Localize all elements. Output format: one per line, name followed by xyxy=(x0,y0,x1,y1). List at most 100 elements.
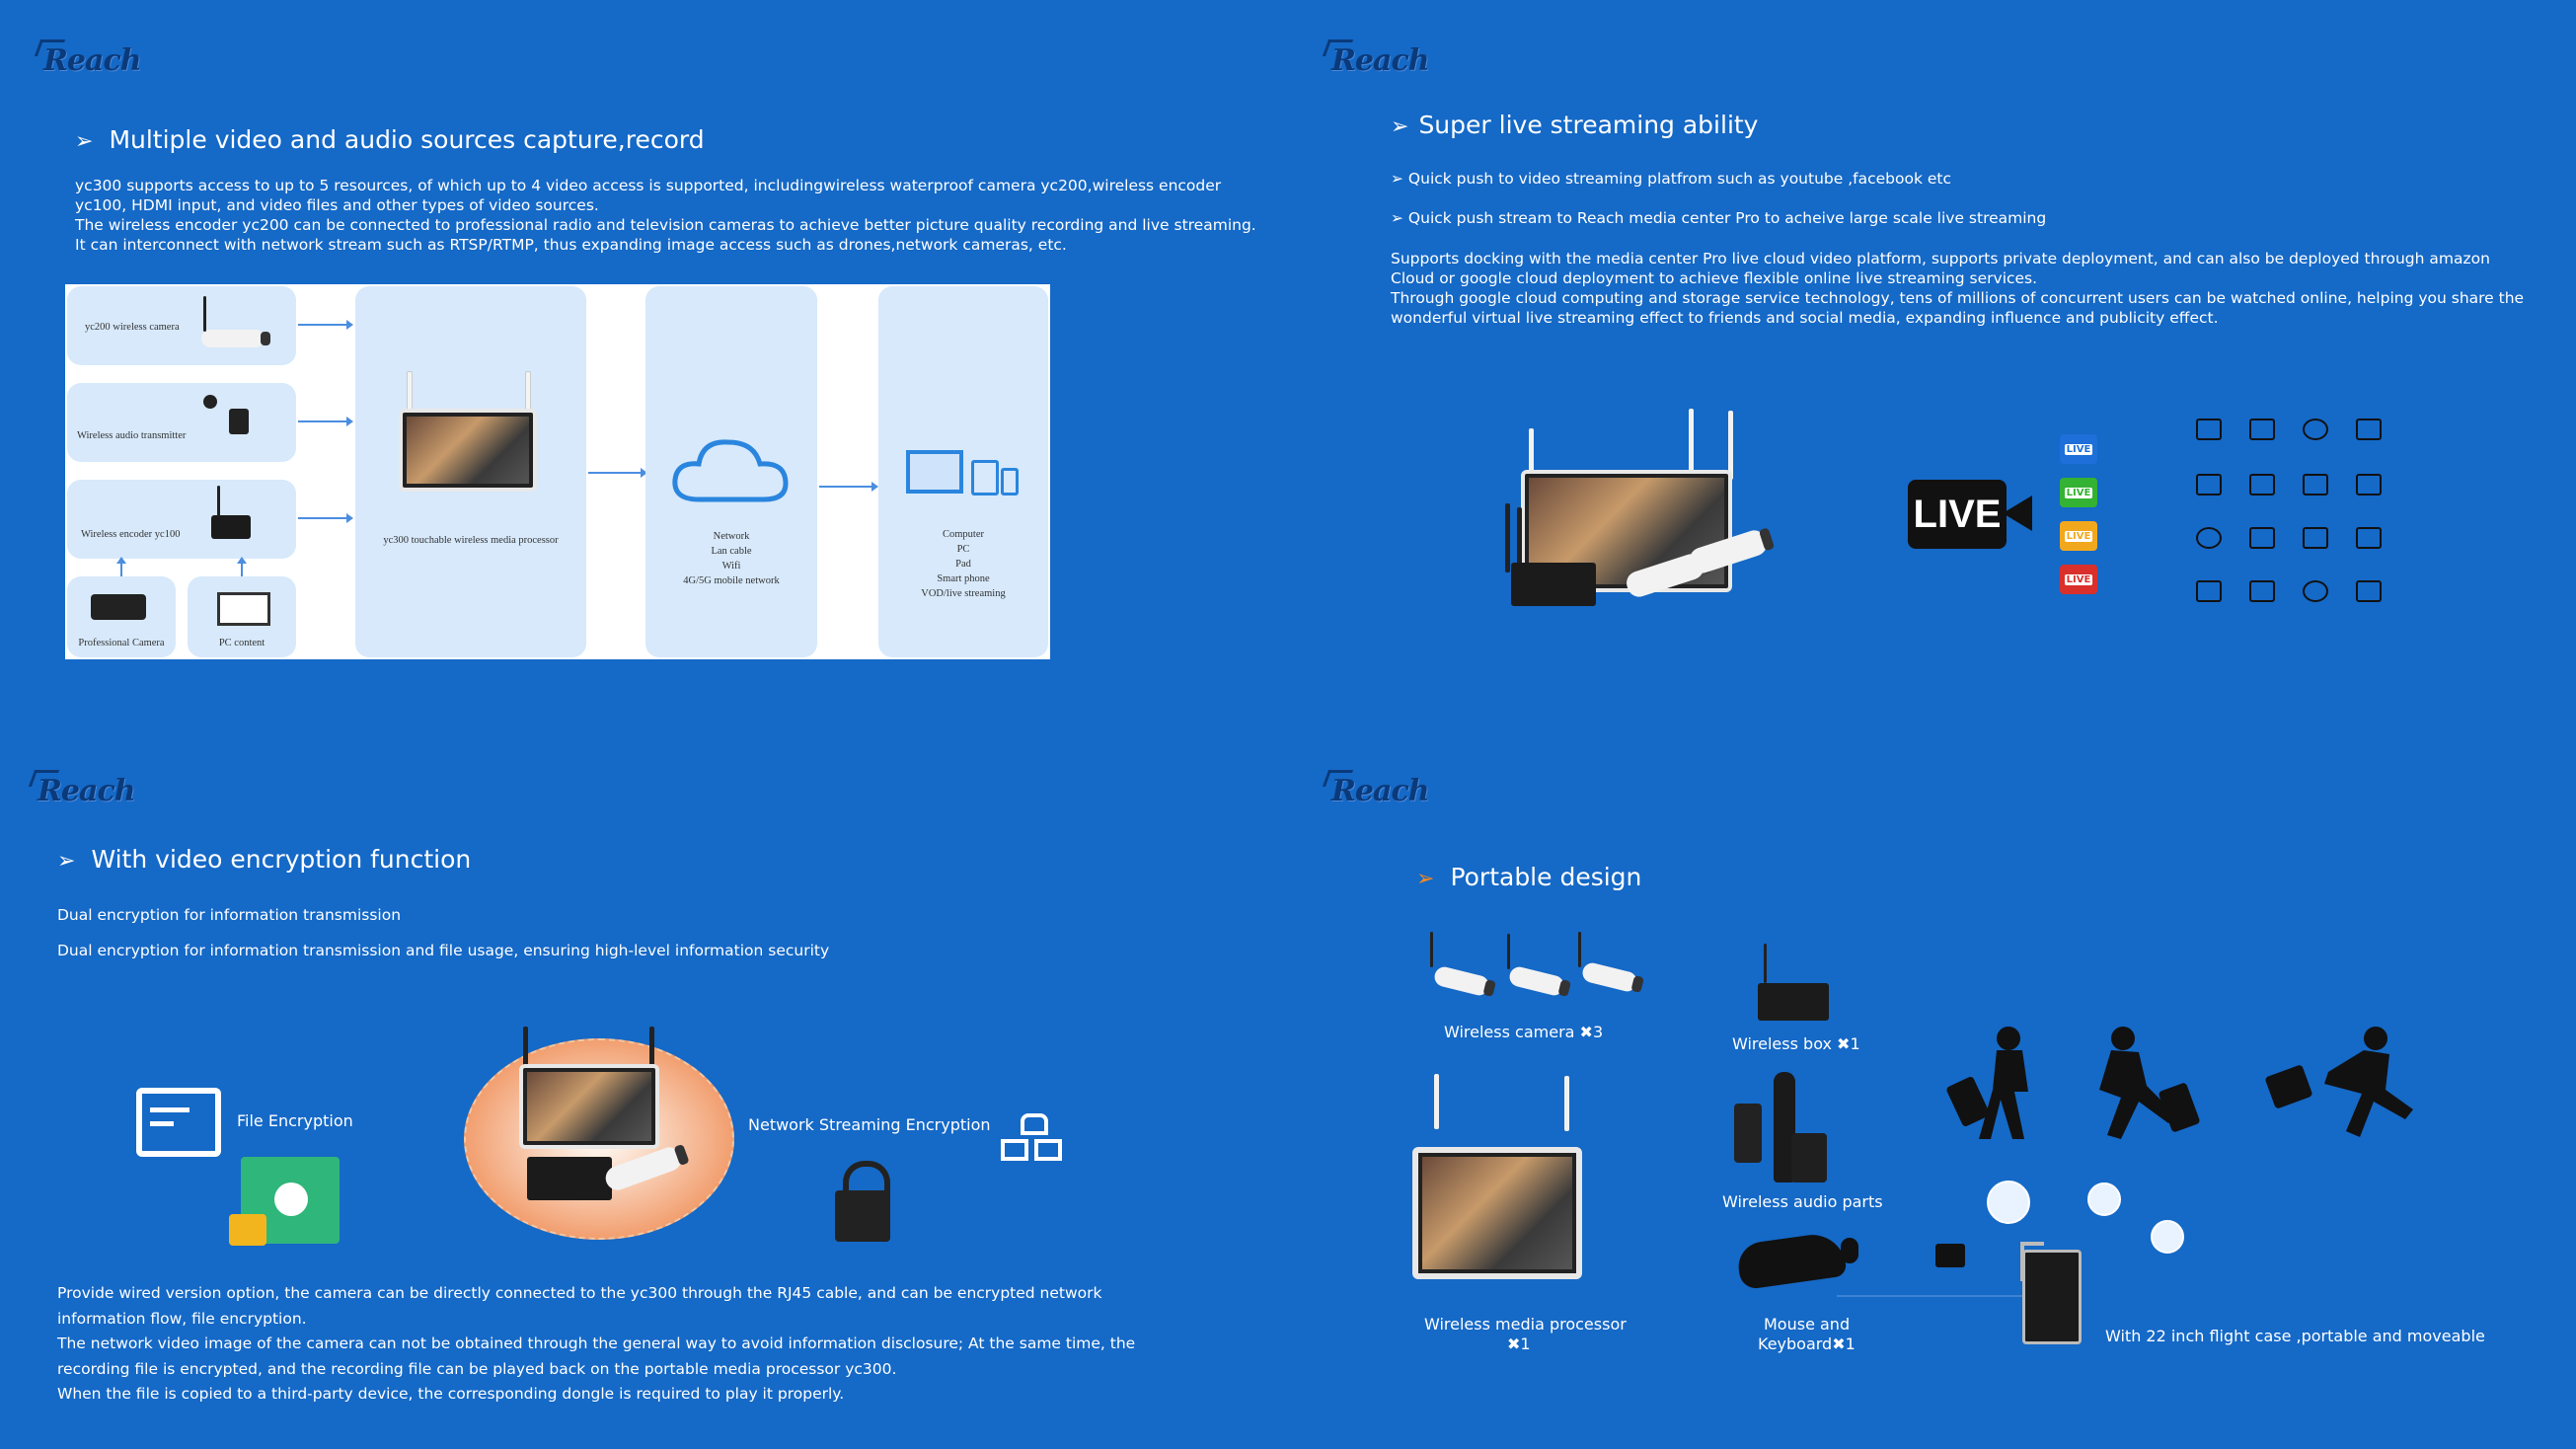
processor-label-line-1: Wireless media processor xyxy=(1424,1315,1627,1334)
screen-icon xyxy=(2303,474,2328,496)
bullet-youtube: ➢ Quick push to video streaming platfrom… xyxy=(1391,170,1951,188)
traveler-icon xyxy=(2099,1027,2200,1139)
camera-icon xyxy=(201,330,270,347)
padlock-icon xyxy=(835,1190,890,1242)
keyboard-icon xyxy=(1735,1230,1848,1291)
source-card-pro-camera: Professional Camera xyxy=(67,576,176,657)
microphone-icon xyxy=(203,395,217,409)
source-card-encoder: Wireless encoder yc100 xyxy=(67,480,296,559)
monitor-icon xyxy=(906,450,963,494)
play-circle-icon xyxy=(2303,580,2328,602)
graduation-cap-icon xyxy=(2356,580,2382,602)
laptop-icon xyxy=(217,592,270,626)
case-handle-grip xyxy=(2020,1242,2044,1246)
wireless-box-icon xyxy=(527,1157,612,1200)
traveler-icon xyxy=(1946,1027,2028,1139)
user-stream-icon xyxy=(2303,419,2328,440)
panel-portable: Reach ➢Portable design Wireless camera ✖… xyxy=(1288,724,2576,1449)
arrow-right-icon: ➢ xyxy=(1391,170,1408,188)
live-badge-blue: LIVE xyxy=(2060,434,2097,464)
wireless-box-label: Wireless box ✖1 xyxy=(1732,1034,1860,1053)
source-card-camera: yc200 wireless camera xyxy=(67,286,296,365)
traveler-icon xyxy=(2265,1027,2413,1137)
section-description: Provide wired version option, the camera… xyxy=(57,1284,1136,1403)
flight-case-icon xyxy=(2022,1250,2082,1344)
cloud-icon xyxy=(672,439,789,502)
antenna-icon xyxy=(525,371,531,413)
wireless-box-icon xyxy=(1935,1244,1965,1267)
slides-icon xyxy=(2249,527,2275,549)
antenna-icon xyxy=(1529,428,1534,488)
padlock-icon xyxy=(229,1214,266,1246)
antenna-icon xyxy=(1689,409,1694,478)
mouse-label-line-1: Mouse and xyxy=(1764,1315,1851,1334)
arrow-right-icon: ➢ xyxy=(1416,867,1435,891)
flight-case-label: With 22 inch flight case ,portable and m… xyxy=(2105,1327,2485,1345)
network-encryption-label: Network Streaming Encryption xyxy=(748,1115,991,1134)
receiver-icon xyxy=(1791,1133,1827,1182)
camera-lens-icon xyxy=(2003,496,2032,531)
handheld-microphone-icon xyxy=(1774,1072,1795,1182)
keyboard-bubble-icon xyxy=(1987,1181,2030,1224)
bullet-media-center: ➢ Quick push stream to Reach media cente… xyxy=(1391,209,2047,227)
output-column: Computer PC Pad Smart phone VOD/live str… xyxy=(878,286,1048,657)
arrow-right-icon: ➢ xyxy=(1391,114,1409,139)
camera-bubble-icon xyxy=(2151,1220,2184,1254)
processor-label: yc300 touchable wireless media processor xyxy=(383,535,559,546)
source-label: Professional Camera xyxy=(78,638,165,648)
arrow-right xyxy=(298,513,353,523)
product-bundle-image xyxy=(1481,405,1778,632)
folder-icon xyxy=(136,1088,221,1157)
section-heading: ➢Portable design xyxy=(1416,863,1642,891)
source-card-audio: Wireless audio transmitter xyxy=(67,383,296,462)
antenna-icon xyxy=(649,1027,654,1070)
mouse-label-line-2: Keyboard✖1 xyxy=(1758,1335,1856,1353)
panel-encryption: Reach ➢With video encryption function Du… xyxy=(0,724,1288,1449)
tablet-icon xyxy=(971,460,999,496)
wireless-camera-label: Wireless camera ✖3 xyxy=(1444,1023,1604,1041)
section-heading: ➢Super live streaming ability xyxy=(1391,111,1759,139)
reach-logo: Reach xyxy=(1331,43,1430,78)
play-icon xyxy=(2356,419,2382,440)
antenna-icon xyxy=(1434,1074,1439,1129)
classroom-icon xyxy=(2356,527,2382,549)
processor-label-line-2: ✖1 xyxy=(1507,1335,1531,1353)
wireless-box-icon xyxy=(1758,983,1829,1021)
video-player-icon xyxy=(2249,419,2275,440)
antenna-icon xyxy=(217,486,220,517)
live-camera-icon: LIVE xyxy=(1908,480,2007,549)
wireless-box-icon xyxy=(1511,563,1596,606)
presenter-icon xyxy=(2196,474,2222,496)
arrow-up xyxy=(237,557,247,576)
section-description: yc300 supports access to up to 5 resourc… xyxy=(75,177,1256,254)
floor-line xyxy=(1837,1295,2034,1297)
teacher-icon xyxy=(2303,527,2328,549)
arrow-up xyxy=(116,557,126,576)
arrow-right-icon: ➢ xyxy=(1391,209,1408,227)
video-camera-icon xyxy=(91,594,146,620)
live-badge-green: LIVE xyxy=(2060,478,2097,507)
mobile-icon xyxy=(2196,580,2222,602)
padlock-shackle-icon xyxy=(843,1161,890,1206)
media-processor-icon xyxy=(519,1064,659,1149)
panel-multiple-sources: Reach ➢Multiple video and audio sources … xyxy=(0,0,1288,724)
source-label: yc200 wireless camera xyxy=(85,322,180,333)
arrow-right-icon: ➢ xyxy=(75,129,94,154)
system-diagram: yc200 wireless camera Wireless audio tra… xyxy=(65,284,1050,659)
wireless-cameras-image xyxy=(1424,932,1651,1011)
binary-code-icon xyxy=(878,1177,946,1244)
media-processor-icon xyxy=(1412,1147,1582,1279)
reach-logo: Reach xyxy=(38,774,136,808)
encoder-box-icon xyxy=(211,515,251,539)
phone-icon xyxy=(1001,468,1019,496)
antenna-icon xyxy=(523,1027,528,1070)
panel-live-streaming: Reach ➢Super live streaming ability ➢ Qu… xyxy=(1288,0,2576,724)
reach-logo: Reach xyxy=(1331,774,1430,808)
source-label: Wireless encoder yc100 xyxy=(81,529,181,540)
media-processor-icon xyxy=(399,409,537,492)
network-label: Network Lan cable Wifi 4G/5G mobile netw… xyxy=(683,531,780,586)
source-card-pc: PC content xyxy=(188,576,296,657)
antenna-icon xyxy=(1564,1076,1569,1131)
live-badge-red: LIVE xyxy=(2060,565,2097,594)
arrow-right xyxy=(819,482,878,492)
